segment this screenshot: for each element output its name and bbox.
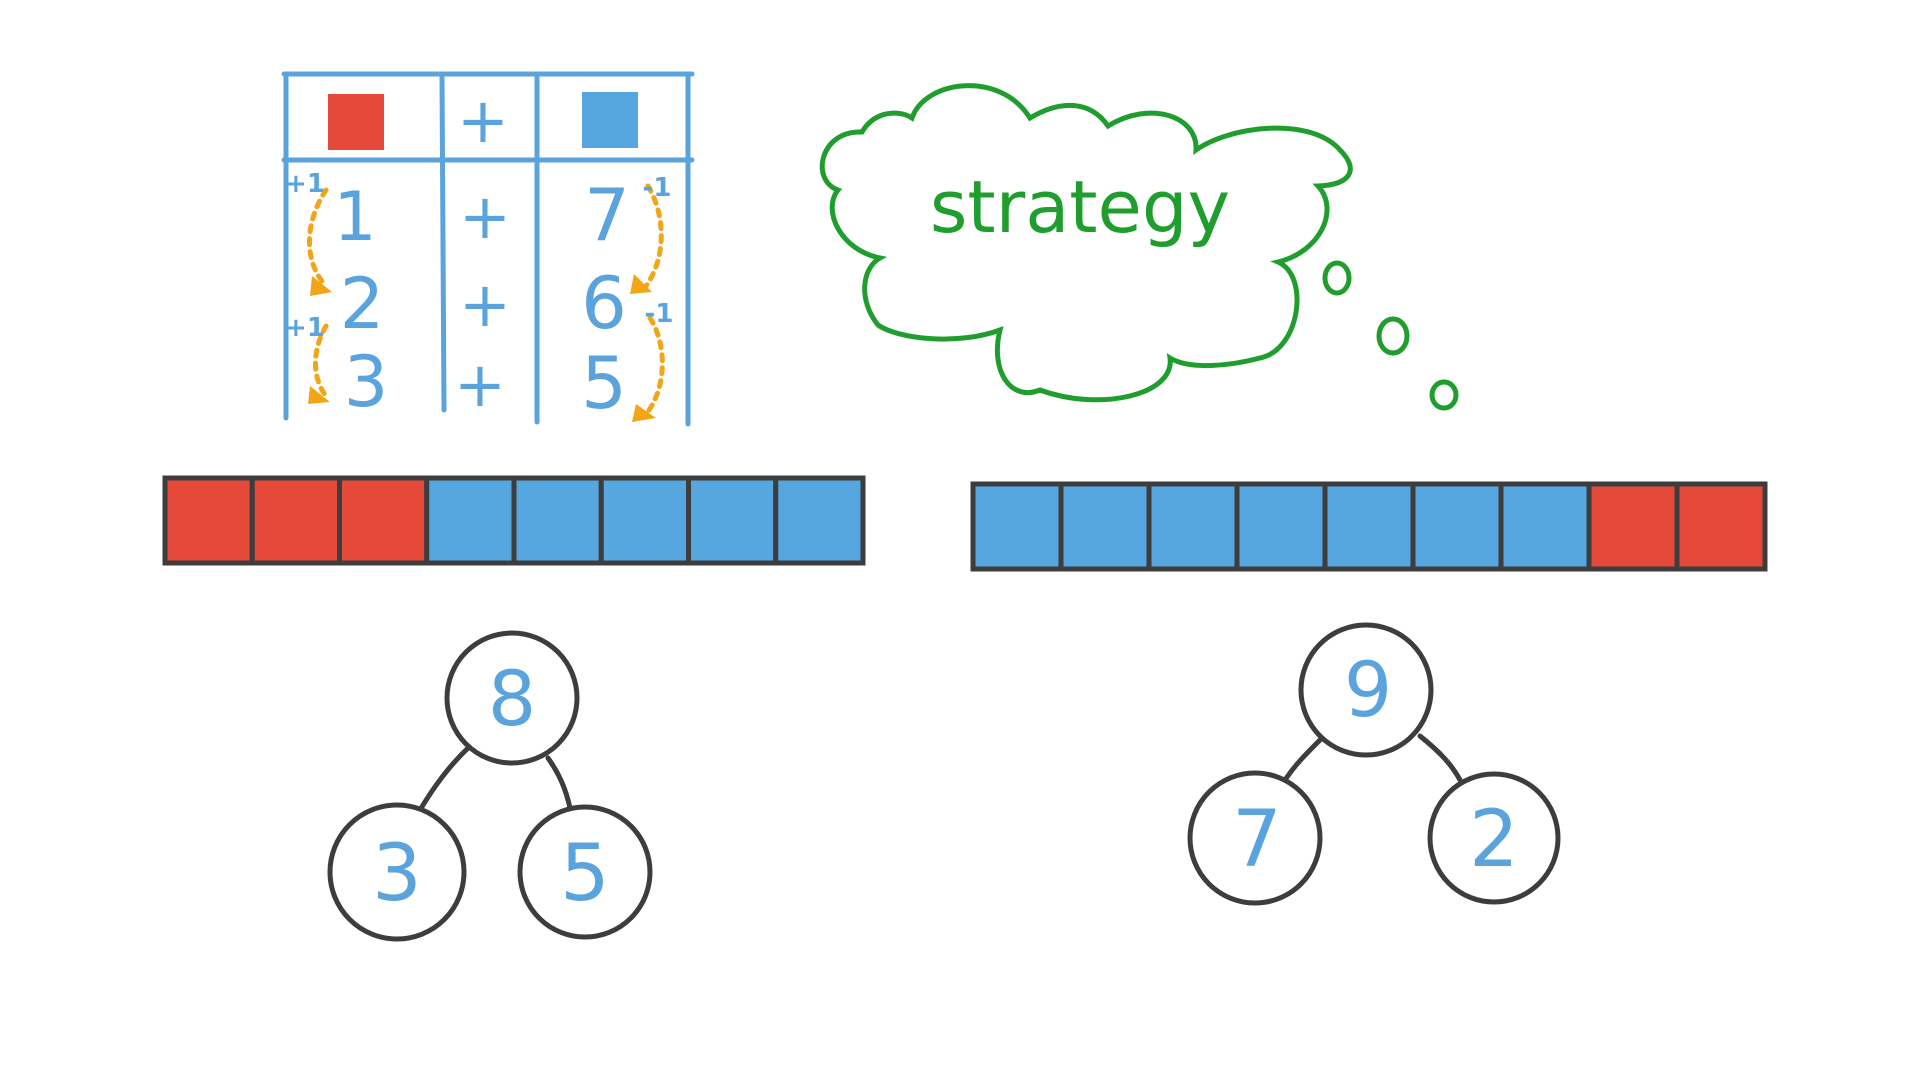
row-2-op: + xyxy=(459,268,511,341)
number-bond-left: 8 3 5 xyxy=(327,630,653,942)
table-row: 1 + 7 xyxy=(333,173,630,257)
red-bar-cell xyxy=(1674,481,1768,572)
arrowhead-icon xyxy=(630,274,652,294)
row-2-right: 6 xyxy=(581,261,627,345)
bar-model-left xyxy=(162,475,866,566)
blue-bar-cell xyxy=(511,475,604,566)
step-arrowheads xyxy=(308,274,656,422)
table-divider-1 xyxy=(439,73,447,413)
row-3-left: 3 xyxy=(344,341,389,423)
red-bar-cell xyxy=(162,475,255,566)
thought-dot-medium xyxy=(1376,316,1410,356)
right-step-arrow-1 xyxy=(643,183,664,289)
blue-square-icon xyxy=(582,92,638,148)
bond-part-circle xyxy=(1427,771,1561,905)
thought-dot-large xyxy=(1322,260,1352,296)
left-step-arrow-1 xyxy=(307,187,329,289)
red-square-icon xyxy=(328,94,384,150)
blue-bar-cell xyxy=(1234,481,1328,572)
bond-whole-value: 9 xyxy=(1344,645,1392,734)
table-row: 2 + 6 xyxy=(340,261,627,345)
bond-part-value: 3 xyxy=(372,829,422,919)
strategy-table: + 1 + 7 2 + 6 3 + 5 xyxy=(281,71,695,427)
bar-model-right xyxy=(970,481,1768,572)
right-step-label-2: -1 xyxy=(645,299,674,329)
right-step-arrow-2 xyxy=(643,315,665,417)
blue-bar-cell xyxy=(1410,481,1504,572)
bond-part-circle xyxy=(517,804,653,940)
step-arrows xyxy=(307,183,665,417)
blue-bar-cell xyxy=(1322,481,1416,572)
bond-connector xyxy=(1282,737,1323,783)
bond-connector xyxy=(545,755,573,811)
red-bar-cell xyxy=(337,475,430,566)
bond-part-value: 5 xyxy=(560,829,610,919)
blue-bar-cell xyxy=(424,475,517,566)
blue-bar-cell xyxy=(686,475,779,566)
right-step-label-1: -1 xyxy=(643,173,672,203)
red-bar-cell xyxy=(249,475,342,566)
left-step-label-1: +1 xyxy=(285,169,325,199)
bond-part-value: 7 xyxy=(1232,795,1282,885)
red-bar-cell xyxy=(1586,481,1680,572)
row-3-op: + xyxy=(454,348,506,421)
row-1-left: 1 xyxy=(333,178,376,257)
blue-bar-cell xyxy=(1498,481,1592,572)
left-step-arrow-2 xyxy=(313,323,329,399)
bond-part-circle xyxy=(1187,770,1323,906)
thought-dot-small xyxy=(1429,379,1459,411)
row-2-left: 2 xyxy=(340,263,385,345)
row-3-right: 5 xyxy=(581,341,627,425)
blue-bar-cell xyxy=(773,475,866,566)
bond-whole-circle xyxy=(1298,622,1434,758)
thought-text: strategy xyxy=(930,165,1230,249)
blue-bar-cell xyxy=(598,475,691,566)
header-plus: + xyxy=(457,84,509,157)
arrowhead-icon xyxy=(308,386,330,404)
blue-bar-cell xyxy=(1146,481,1240,572)
table-row: 3 + 5 xyxy=(344,341,627,425)
thought-bubble: strategy xyxy=(819,83,1459,411)
bond-whole-circle xyxy=(444,630,580,766)
number-bond-right: 9 7 2 xyxy=(1187,622,1561,906)
bond-part-circle xyxy=(327,802,467,942)
bond-part-value: 2 xyxy=(1469,795,1519,885)
table-grid xyxy=(281,71,695,427)
bond-connector xyxy=(1417,733,1463,783)
row-1-right: 7 xyxy=(584,173,630,257)
left-step-label-2: +1 xyxy=(285,313,325,343)
bond-whole-value: 8 xyxy=(488,654,536,743)
bond-connector xyxy=(417,743,473,813)
row-1-op: + xyxy=(459,180,511,253)
thought-cloud xyxy=(819,83,1353,403)
arrowhead-icon xyxy=(310,276,332,296)
blue-bar-cell xyxy=(1058,481,1152,572)
blue-bar-cell xyxy=(970,481,1064,572)
arrowhead-icon xyxy=(632,404,656,422)
